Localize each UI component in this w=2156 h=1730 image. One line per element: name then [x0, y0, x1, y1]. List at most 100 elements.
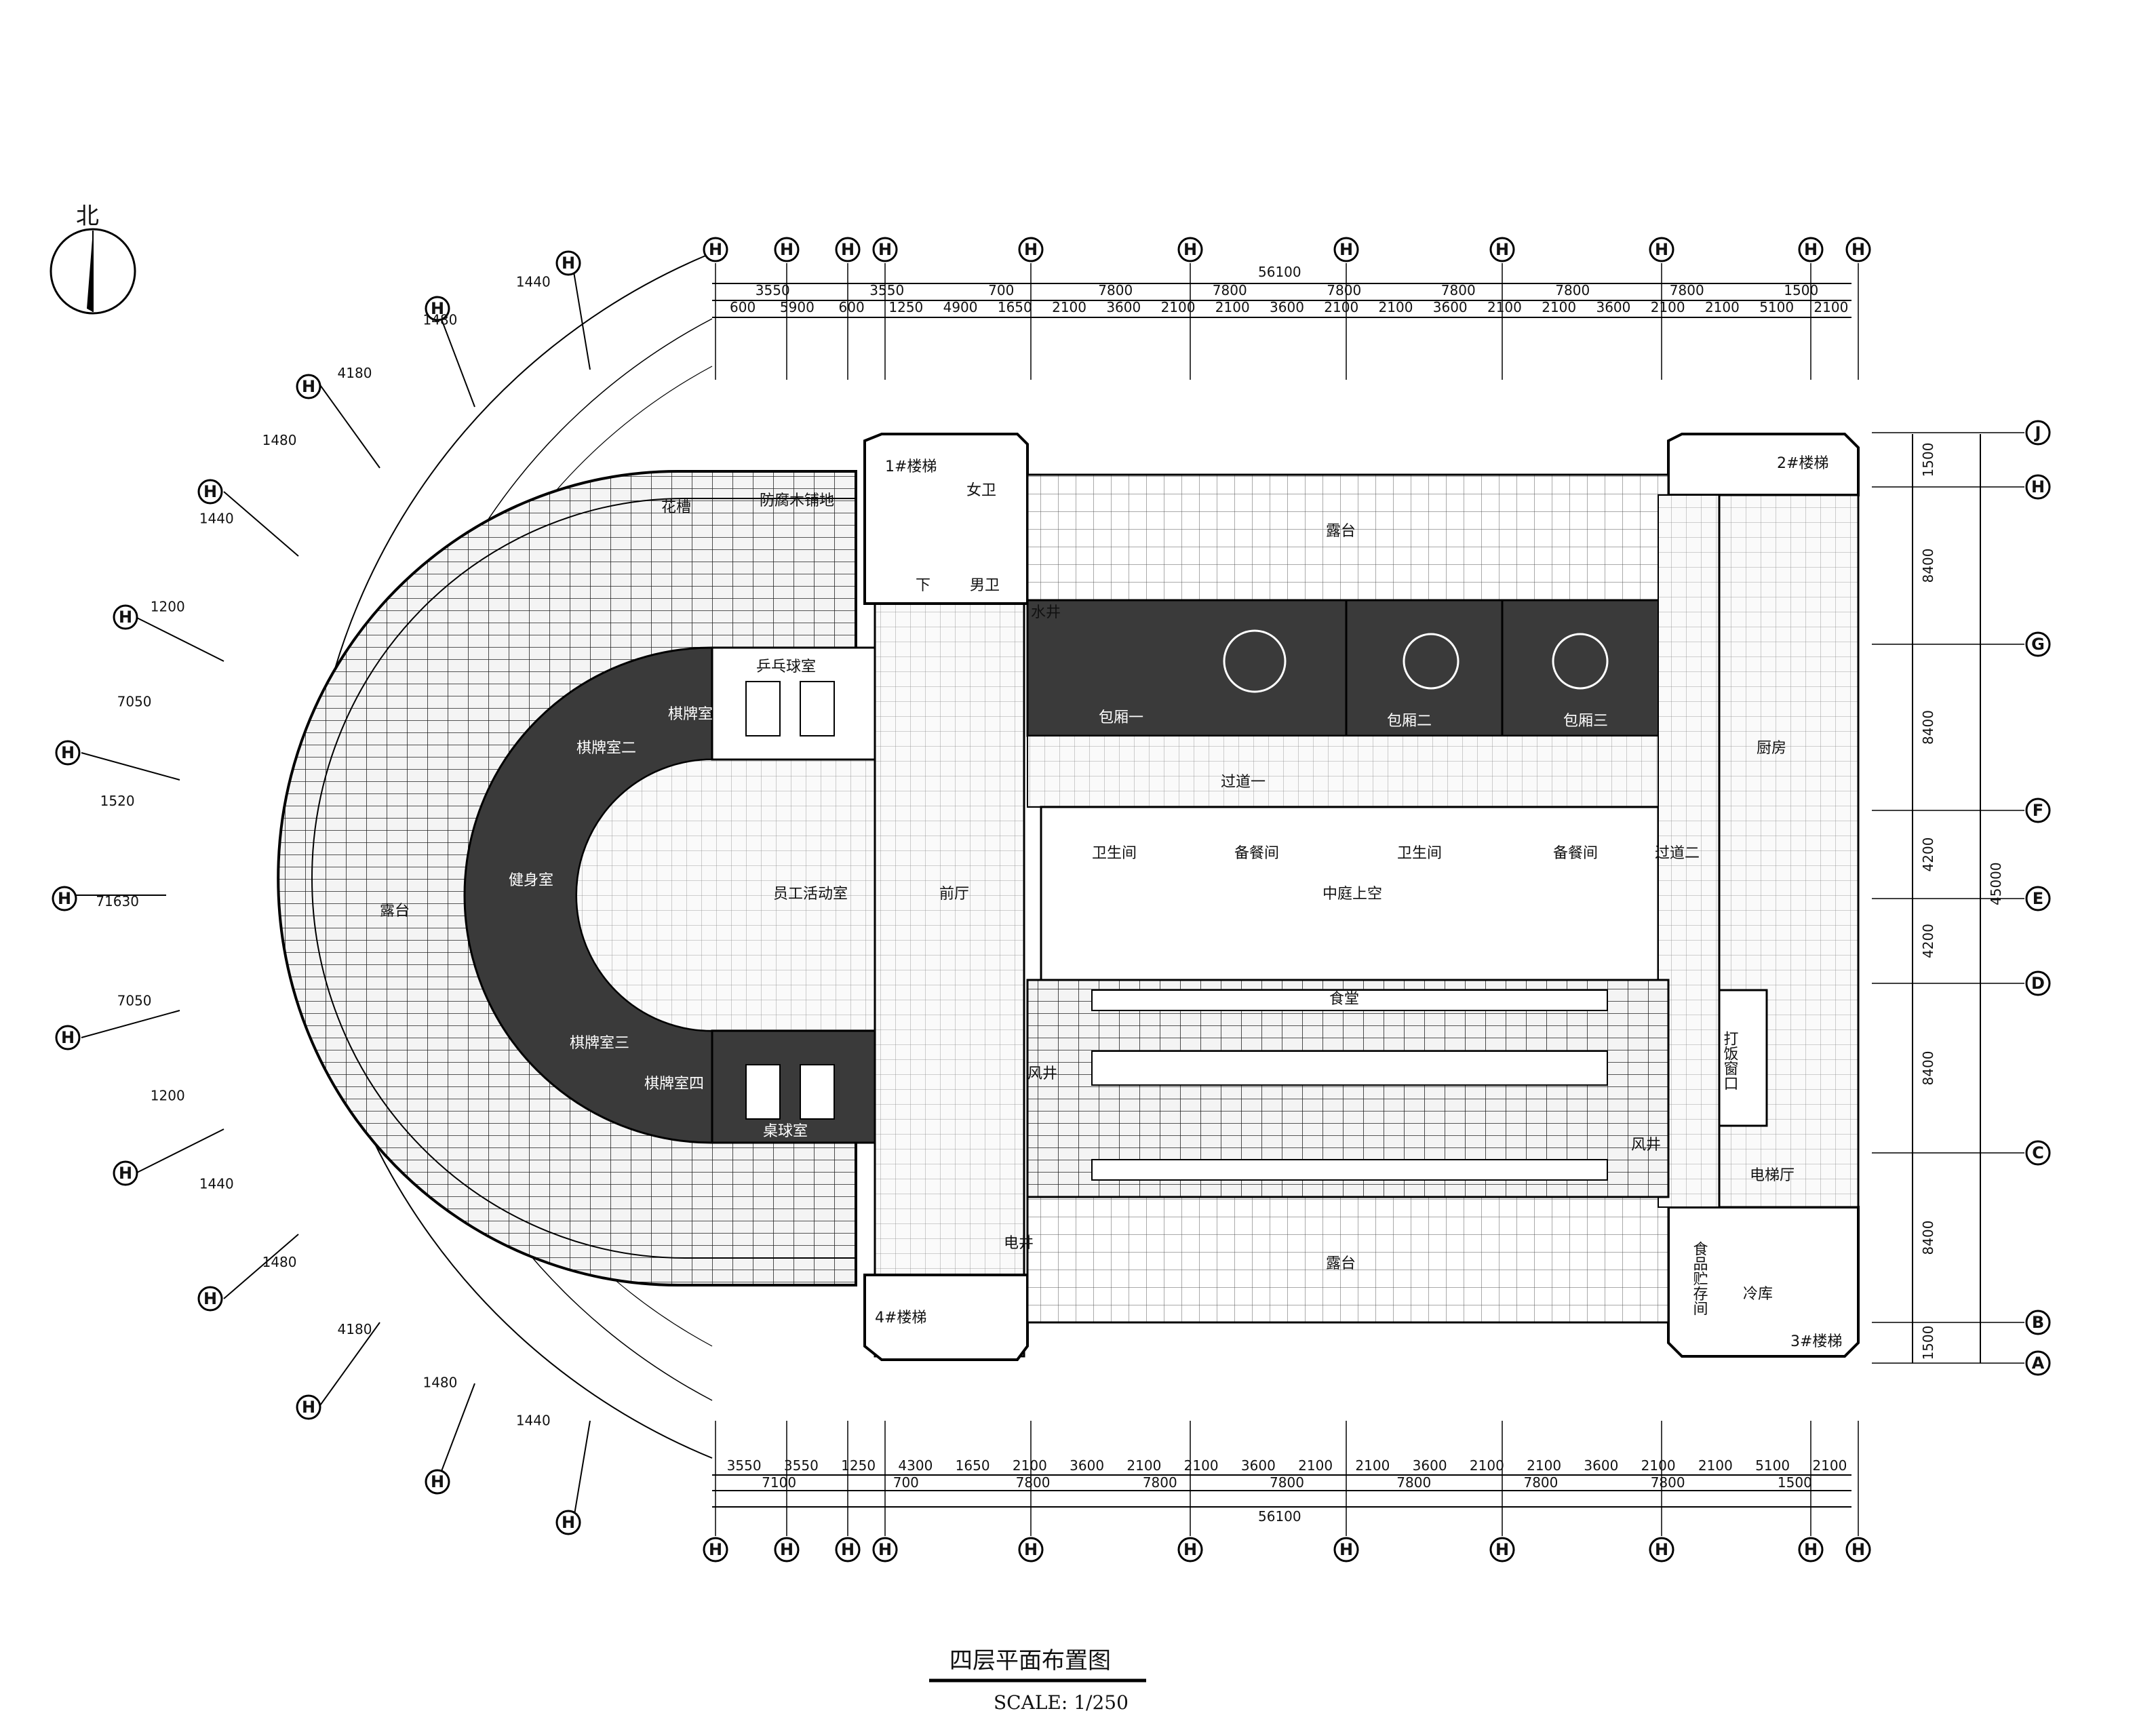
axis-top-5: H [1177, 237, 1203, 262]
dim-bot1-5: 2100 [1013, 1457, 1047, 1474]
dim-bot1-10: 2100 [1298, 1457, 1333, 1474]
axis-arc-1-label: H [431, 299, 444, 318]
label-stair1: 1#楼梯 [885, 458, 937, 475]
dim-bot2-7: 7800 [1651, 1474, 1685, 1491]
axis-arc-6-label: H [58, 889, 71, 908]
label-canteen: 食堂 [1329, 991, 1359, 1008]
axis-top-2-label: H [841, 240, 855, 259]
right-dimension-lines [1912, 434, 1981, 1363]
axis-bottom-6: H [1333, 1537, 1359, 1562]
axis-right-0-label: J [2034, 423, 2041, 442]
axis-bottom-3-label: H [878, 1540, 892, 1559]
dim-arc-15: 1440 [516, 1413, 551, 1429]
axis-right-3: F [2025, 798, 2051, 823]
axis-bottom-7-label: H [1495, 1540, 1509, 1559]
dim-top2-10: 3600 [1270, 299, 1304, 315]
axis-arc-3-label: H [203, 482, 217, 501]
dim-bot1-4: 1650 [956, 1457, 990, 1474]
dim-bot1-7: 2100 [1126, 1457, 1161, 1474]
axis-top-6-label: H [1339, 240, 1353, 259]
dim-top1-0: 3550 [756, 282, 790, 298]
label-pantry2: 备餐间 [1553, 845, 1598, 862]
axis-arc-5-label: H [61, 743, 75, 762]
label-terrace-south: 露台 [1326, 1255, 1356, 1272]
axis-bottom-1-label: H [780, 1540, 793, 1559]
axis-right-5-label: D [2031, 974, 2045, 993]
axis-right-2-label: G [2031, 635, 2045, 654]
radial-axis-lines [64, 267, 591, 1523]
dim-top1-5: 7800 [1327, 282, 1361, 298]
axis-right-8-label: A [2032, 1354, 2045, 1373]
top-dimension-lines [712, 283, 1851, 318]
south-terrace [1026, 1196, 1670, 1324]
activity-ring [463, 646, 876, 1144]
axis-right-8: A [2025, 1350, 2051, 1376]
label-private3: 包厢三 [1563, 713, 1608, 730]
dim-bot1-17: 2100 [1698, 1457, 1733, 1474]
axis-right-2: G [2025, 631, 2051, 657]
axis-arc-3: H [197, 479, 223, 505]
dim-arc-8: 71630 [96, 893, 139, 909]
dim-total-top: 56100 [1258, 264, 1301, 280]
label-card3: 棋牌室三 [570, 1035, 629, 1052]
axis-arc-7: H [55, 1025, 81, 1050]
axis-arc-8: H [113, 1160, 138, 1186]
label-wood-floor: 防腐木铺地 [760, 492, 834, 509]
dim-bot1-11: 2100 [1355, 1457, 1390, 1474]
dim-top2-1: 5900 [780, 299, 815, 315]
north-terrace [1026, 473, 1670, 602]
dim-arc-4: 1440 [199, 511, 234, 527]
label-gym: 健身室 [509, 872, 553, 889]
dim-arc-11: 1440 [199, 1175, 234, 1192]
dim-top2-14: 2100 [1487, 299, 1522, 315]
dim-top2-7: 3600 [1106, 299, 1141, 315]
dim-top2-17: 2100 [1651, 299, 1685, 315]
dim-arc-2: 4180 [338, 365, 372, 381]
dim-bot1-12: 3600 [1413, 1457, 1447, 1474]
axis-bottom-10-label: H [1851, 1540, 1865, 1559]
axis-top-6: H [1333, 237, 1359, 262]
axis-bottom-4: H [1018, 1537, 1044, 1562]
dim-top1-9: 1500 [1784, 282, 1818, 298]
label-stair3: 3#楼梯 [1790, 1333, 1842, 1350]
dim-right-7: 1500 [1920, 1326, 1936, 1360]
dim-arc-13: 4180 [338, 1321, 372, 1337]
dim-top1-2: 700 [988, 282, 1014, 298]
dim-bot1-6: 3600 [1070, 1457, 1104, 1474]
axis-arc-11: H [425, 1469, 450, 1495]
serving-window-box [1718, 989, 1768, 1127]
bottom-dimension-lines [712, 1474, 1851, 1508]
axis-top-3-label: H [878, 240, 892, 259]
label-wc2: 卫生间 [1397, 845, 1442, 862]
label-lobby: 前厅 [939, 886, 969, 903]
label-billiard: 桌球室 [763, 1123, 808, 1140]
axis-top-7: H [1489, 237, 1515, 262]
dim-arc-9: 7050 [117, 993, 152, 1009]
axis-top-9-label: H [1804, 240, 1818, 259]
dim-top2-20: 2100 [1814, 299, 1848, 315]
axis-arc-0-label: H [562, 254, 575, 273]
label-pingpong: 乒乓球室 [756, 658, 816, 675]
axis-arc-9-label: H [203, 1289, 217, 1308]
dim-top2-18: 2100 [1705, 299, 1740, 315]
axis-arc-5: H [55, 740, 81, 766]
axis-bottom-5-label: H [1183, 1540, 1197, 1559]
dim-bot2-8: 1500 [1778, 1474, 1812, 1491]
axis-top-0-label: H [709, 240, 722, 259]
dim-arc-5: 1200 [151, 598, 185, 614]
axis-top-9: H [1798, 237, 1824, 262]
axis-bottom-8: H [1649, 1537, 1674, 1562]
dim-arc-0: 1440 [516, 273, 551, 290]
axis-right-6: C [2025, 1140, 2051, 1166]
dim-top2-16: 3600 [1596, 299, 1630, 315]
room-labels: 1#楼梯 2#楼梯 3#楼梯 4#楼梯 女卫 男卫 下 露台 露台 露台 花槽 … [380, 455, 1842, 1350]
axis-arc-12-label: H [562, 1513, 575, 1532]
dim-top2-19: 5100 [1759, 299, 1794, 315]
axis-arc-9: H [197, 1286, 223, 1312]
axis-top-5-label: H [1183, 240, 1197, 259]
dim-top2-3: 1250 [888, 299, 923, 315]
dim-top2-6: 2100 [1052, 299, 1086, 315]
axis-bottom-3: H [872, 1537, 898, 1562]
